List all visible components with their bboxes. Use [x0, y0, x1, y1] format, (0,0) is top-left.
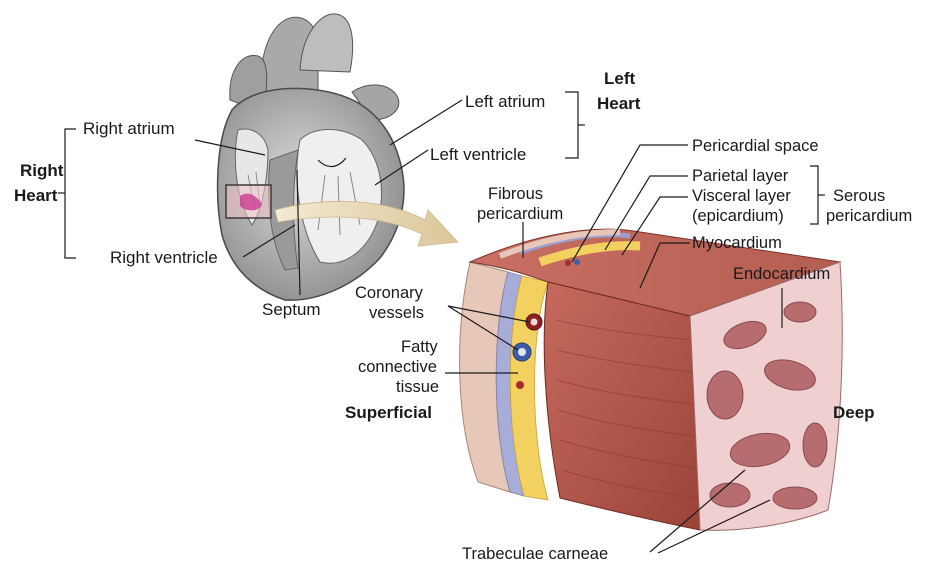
label-left-ventricle: Left ventricle	[430, 145, 526, 164]
label-deep: Deep	[833, 403, 875, 422]
label-left-heart-2: Heart	[597, 94, 641, 113]
label-parietal-layer: Parietal layer	[692, 167, 789, 185]
label-superficial: Superficial	[345, 403, 432, 422]
label-epicardium: (epicardium)	[692, 207, 784, 225]
label-left-atrium: Left atrium	[465, 92, 545, 111]
label-right-ventricle: Right ventricle	[110, 248, 218, 267]
label-fibrous-1: Fibrous	[488, 185, 543, 203]
label-visceral-layer: Visceral layer	[692, 187, 791, 205]
label-fatty-1: Fatty	[401, 338, 438, 356]
label-coronary-1: Coronary	[355, 284, 424, 302]
label-fatty-3: tissue	[396, 378, 439, 396]
label-fatty-2: connective	[358, 358, 437, 376]
label-pericardial-space: Pericardial space	[692, 137, 819, 155]
label-right-atrium: Right atrium	[83, 119, 175, 138]
label-endocardium: Endocardium	[733, 265, 830, 283]
label-serous-2: pericardium	[826, 207, 912, 225]
label-myocardium: Myocardium	[692, 234, 782, 252]
label-septum: Septum	[262, 300, 321, 319]
label-serous-1: Serous	[833, 187, 885, 205]
heart-illustration	[218, 14, 404, 300]
label-right-heart-1: Right	[20, 161, 64, 180]
label-right-heart-2: Heart	[14, 186, 58, 205]
label-trabeculae-carneae: Trabeculae carneae	[462, 545, 608, 563]
label-fibrous-2: pericardium	[477, 205, 563, 223]
label-left-heart-1: Left	[604, 69, 636, 88]
label-coronary-2: vessels	[369, 304, 424, 322]
